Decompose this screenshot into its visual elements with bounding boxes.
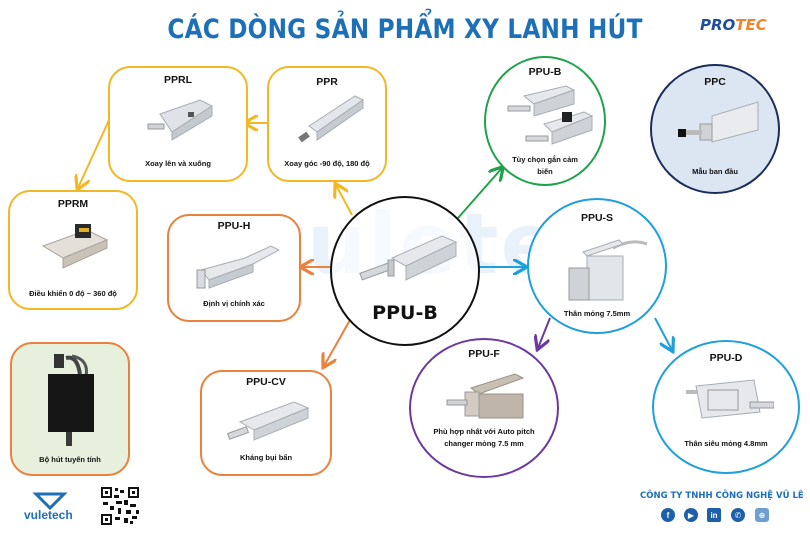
- product-desc-line1: Phù hợp nhất với Auto pitch: [433, 427, 535, 436]
- product-desc-line2: changer mỏng 7.5 mm: [444, 439, 524, 448]
- product-desc: Kháng bụi bẩn: [239, 453, 293, 462]
- company-name: CÔNG TY TNHH CÔNG NGHỆ VŨ LÊ: [640, 491, 804, 501]
- brand-part-pro: PRO: [700, 16, 736, 34]
- product-desc-line1: Tùy chọn gắn cảm: [512, 155, 578, 164]
- vacuum-cylinder-image: [359, 235, 458, 281]
- linear-suction-unit-image: [48, 354, 94, 446]
- product-desc: Bộ hút tuyến tính: [39, 455, 101, 464]
- product-node-ppr: PPR Xoay góc -90 độ, 180 độ: [267, 66, 387, 182]
- vuletech-logo-text: vuletech: [24, 508, 73, 522]
- brand-part-tec: TEC: [735, 16, 767, 34]
- pitch-changer-cylinder-image: [446, 373, 525, 419]
- qr-code[interactable]: [100, 486, 140, 526]
- vuletech-logo-icon: [32, 492, 68, 511]
- center-node-ppu-b: PPU-B: [330, 196, 480, 346]
- website-icon[interactable]: ⊕: [755, 508, 769, 522]
- precision-cylinder-image: [196, 245, 281, 289]
- product-node-pprm: PPRM Điều khiển 0 độ ~ 360 độ: [8, 190, 138, 310]
- product-name: PPR: [316, 76, 338, 88]
- product-desc: Xoay góc -90 độ, 180 độ: [284, 159, 370, 168]
- product-name: PPU-F: [468, 348, 500, 360]
- product-desc-line2: biến: [537, 167, 553, 176]
- product-desc: Định vị chính xác: [203, 299, 265, 308]
- protec-logo: PROTEC: [700, 16, 767, 34]
- arrow-ppu-s-to-ppu-d: [654, 317, 672, 350]
- vuletech-logo: vuletech: [20, 492, 80, 531]
- product-desc: Mẫu ban đầu: [692, 167, 738, 176]
- linkedin-icon[interactable]: in: [707, 508, 721, 522]
- slim-cylinder-image: [568, 239, 648, 301]
- product-node-ppu-f: PPU-F Phù hợp nhất với Auto pitch change…: [409, 338, 559, 478]
- product-node-ppu-h: PPU-H Định vị chính xác: [167, 214, 301, 322]
- arrow-pprl-to-pprm: [78, 119, 110, 188]
- arrow-center-to-ppu-cv: [324, 319, 351, 366]
- product-node-ppc: PPC Mẫu ban đầu: [650, 64, 780, 194]
- product-name: PPU-B: [528, 66, 562, 78]
- product-desc: Thân siêu mỏng 4.8mm: [684, 439, 768, 448]
- product-desc: Điều khiển 0 độ ~ 360 độ: [29, 289, 117, 298]
- product-name: PPU-H: [217, 220, 251, 232]
- arrow-center-to-ppr: [336, 185, 353, 216]
- product-name: PPRL: [163, 74, 192, 86]
- whatsapp-icon[interactable]: ✆: [731, 508, 745, 522]
- product-desc: Thân mỏng 7.5mm: [563, 309, 631, 318]
- product-name: PPC: [704, 76, 726, 88]
- page-title: CÁC DÒNG SẢN PHẨM XY LANH HÚT: [167, 14, 643, 45]
- sensor-cylinder-image: [507, 85, 594, 145]
- product-node-ppu-cv: PPU-CV Kháng bụi bẩn: [200, 370, 332, 476]
- motor-rotary-image: [41, 224, 109, 269]
- product-name: PPU-D: [709, 352, 743, 364]
- product-node-ppu-d: PPU-D Thân siêu mỏng 4.8mm: [652, 340, 800, 474]
- youtube-icon[interactable]: ▶: [684, 508, 698, 522]
- product-name: PPRM: [57, 198, 89, 210]
- ultra-slim-cylinder-image: [686, 379, 774, 419]
- original-cylinder-image: [678, 101, 759, 143]
- arrow-ppu-s-to-ppu-f: [538, 317, 551, 348]
- arrow-center-to-ppu-b: [457, 168, 502, 219]
- rotary-cylinder-image: [147, 99, 214, 141]
- product-node-pprl: PPRL Xoay lên và xuống: [108, 66, 248, 182]
- facebook-icon[interactable]: f: [661, 508, 675, 522]
- product-node-linear-suction: Bộ hút tuyến tính: [10, 342, 130, 476]
- product-node-ppu-b-sensor: PPU-B Tùy chọn gắn cảm biến: [484, 56, 606, 186]
- dustproof-cylinder-image: [226, 401, 310, 441]
- product-name: PPU-CV: [246, 376, 286, 388]
- center-product-name: PPU-B: [372, 302, 438, 324]
- product-name: PPU-S: [580, 212, 614, 224]
- product-node-ppu-s: PPU-S Thân mỏng 7.5mm: [527, 198, 667, 334]
- rotary-cylinder-image: [298, 95, 364, 143]
- product-desc: Xoay lên và xuống: [145, 159, 211, 168]
